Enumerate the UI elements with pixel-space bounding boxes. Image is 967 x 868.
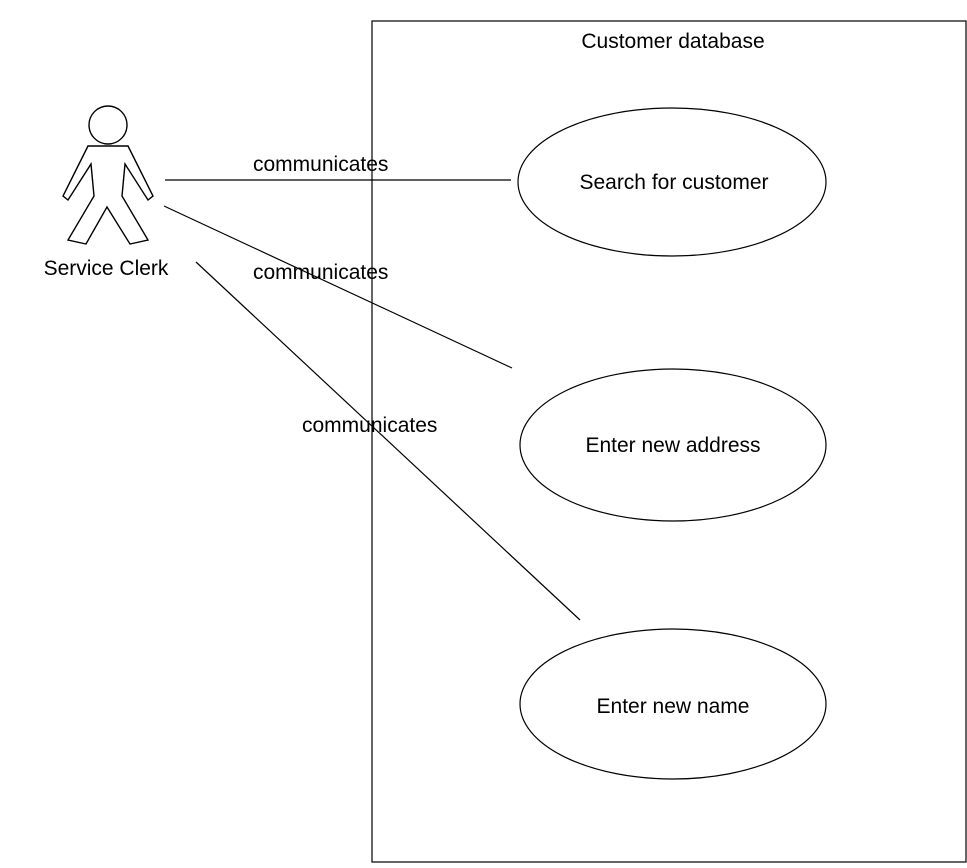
use-case-label: Enter new name xyxy=(597,695,750,718)
use-case-ellipse xyxy=(519,628,827,780)
actor-service-clerk[interactable]: Service Clerk xyxy=(44,105,169,280)
association-line xyxy=(163,205,513,369)
use-case-label: Search for customer xyxy=(579,171,768,194)
use-case-search-for-customer[interactable]: Search for customer xyxy=(517,107,827,257)
association-search[interactable]: communicates xyxy=(165,153,511,181)
association-label: communicates xyxy=(253,153,388,176)
use-case-label: Enter new address xyxy=(585,434,760,457)
use-case-enter-new-name[interactable]: Enter new name xyxy=(519,628,827,780)
use-case-ellipse xyxy=(519,368,827,522)
use-case-ellipse xyxy=(517,107,827,257)
system-boundary[interactable]: Customer database xyxy=(371,20,967,863)
association-address[interactable]: communicates xyxy=(163,205,513,369)
system-boundary-box xyxy=(371,20,967,863)
system-boundary-label: Customer database xyxy=(581,30,764,53)
use-case-enter-new-address[interactable]: Enter new address xyxy=(519,368,827,522)
actor-icon xyxy=(62,105,154,245)
association-label: communicates xyxy=(253,261,388,284)
association-line xyxy=(195,261,581,621)
association-name[interactable]: communicates xyxy=(195,261,581,621)
actor-label: Service Clerk xyxy=(44,257,169,280)
association-label: communicates xyxy=(302,414,437,437)
